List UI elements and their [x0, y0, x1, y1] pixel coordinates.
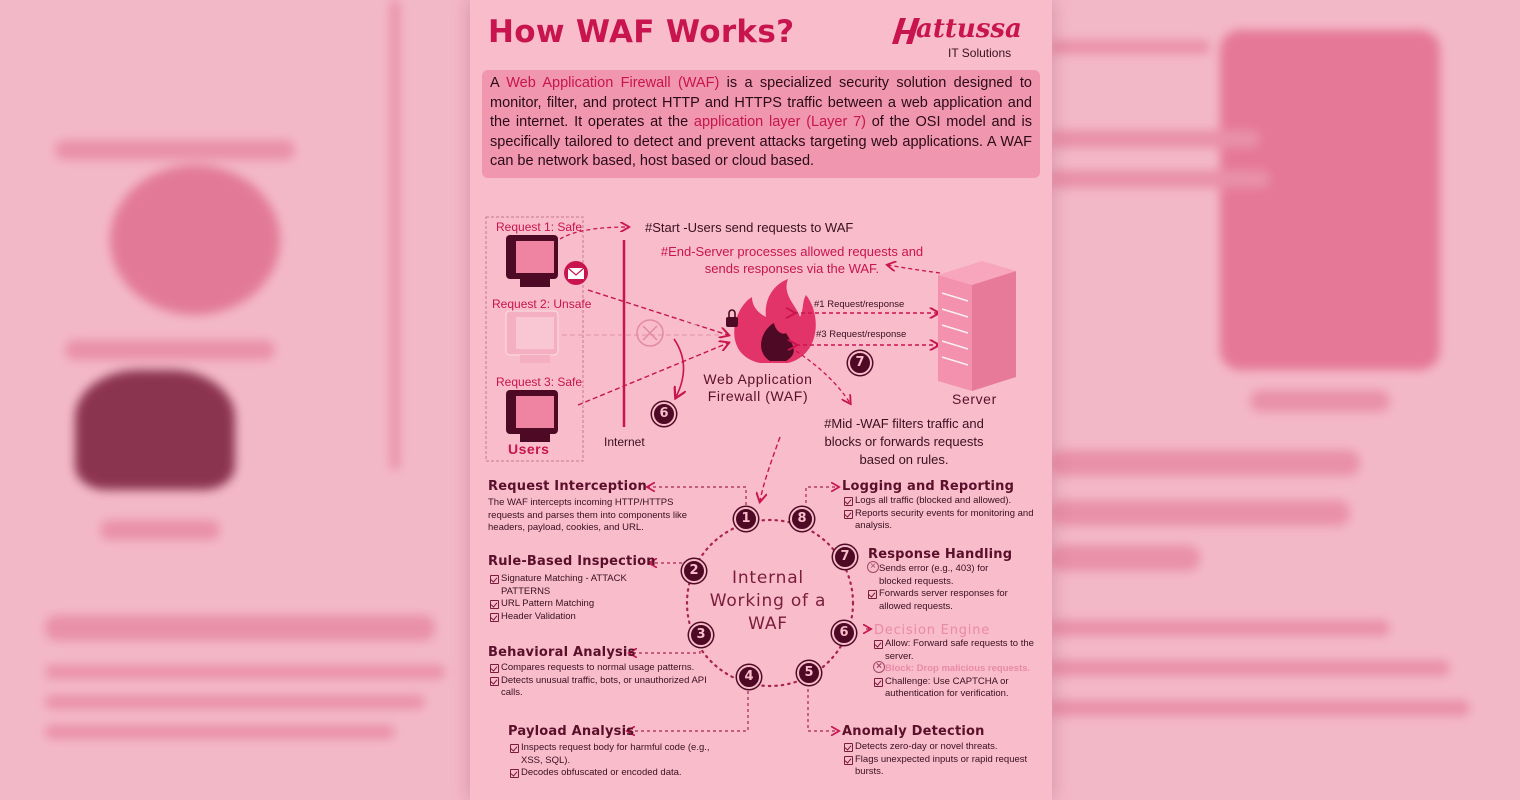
logo-mark-icon — [892, 18, 920, 44]
computer-safe-1-icon — [506, 235, 558, 287]
behavioral-item: Compares requests to normal usage patter… — [490, 662, 730, 675]
cycle-step-5: 5 — [797, 661, 821, 685]
waf-label: Web Application Firewall (WAF) — [703, 371, 813, 404]
response-item-forward: Forwards server responses for allowed re… — [868, 588, 1008, 613]
rr1-label: #1 Request/response — [814, 299, 905, 310]
cycle-step-4: 4 — [737, 665, 761, 689]
payload-item: Inspects request body for harmful code (… — [510, 742, 710, 767]
request-3-arrow — [577, 343, 728, 406]
firewall-flame-icon — [726, 279, 816, 363]
logging-item: Reports security events for monitoring a… — [844, 508, 1044, 533]
cycle-step-7: 7 — [833, 545, 857, 569]
intro-text-2: is a specialized security solution desig… — [490, 75, 1032, 130]
logging-list: Logs all traffic (blocked and allowed). … — [844, 495, 1044, 533]
error-code-label: 403 — [682, 319, 698, 329]
rule-item: Header Validation — [490, 611, 658, 624]
anomaly-item: Detects zero-day or novel threats. — [844, 741, 1034, 754]
intro-highlight-waf: Web Application Firewall (WAF) — [506, 75, 720, 91]
brand-name: attussa — [916, 14, 1022, 44]
decision-challenge: Challenge: Use CAPTCHA or authentication… — [874, 676, 1040, 701]
response-list: Sends error (e.g., 403) for blocked requ… — [867, 560, 1008, 613]
payload-title: Payload Analysis — [508, 724, 635, 739]
rule-item: Signature Matching - ATTACK PATTERNS — [490, 573, 658, 598]
intro-text-3: of the OSI model and is specifically tai… — [490, 114, 1032, 169]
brand-logo: attussa IT Solutions — [888, 10, 1038, 65]
diagram-graphics — [485, 216, 1016, 800]
logging-title: Logging and Reporting — [842, 479, 1015, 494]
end-label: #End-Server processes allowed requests a… — [660, 244, 924, 276]
decision-list: Allow: Forward safe requests to the serv… — [873, 638, 1040, 701]
behavioral-title: Behavioral Analysis — [488, 645, 636, 660]
cycle-center-label: Internal Working of a WAF — [709, 568, 827, 634]
waf-diagram: Request 1: Safe Request 2: Unsafe Reques… — [470, 205, 1052, 800]
rule-item: URL Pattern Matching — [490, 598, 658, 611]
request-3-label: Request 3: Safe — [496, 375, 583, 389]
connector-1 — [648, 487, 747, 505]
cycle-step-2: 2 — [682, 559, 706, 583]
interception-body: The WAF intercepts incoming HTTP/HTTPS r… — [488, 497, 688, 534]
decision-title: Decision Engine — [874, 623, 991, 638]
anomaly-title: Anomaly Detection — [842, 724, 985, 739]
logging-item: Logs all traffic (blocked and allowed). — [844, 495, 1044, 508]
request-1-label: Request 1: Safe — [496, 220, 583, 234]
internet-label: Internet — [604, 435, 645, 449]
connector-5 — [807, 683, 838, 731]
payload-item: Decodes obfuscated or encoded data. — [510, 767, 710, 780]
payload-list: Inspects request body for harmful code (… — [510, 742, 710, 780]
response-item-error: Sends error (e.g., 403) for blocked requ… — [867, 560, 1008, 588]
rr3-label: #3 Request/response — [816, 329, 907, 340]
intro-paragraph: A Web Application Firewall (WAF) is a sp… — [482, 70, 1040, 178]
server-label: Server — [952, 391, 997, 407]
decision-allow: Allow: Forward safe requests to the serv… — [874, 638, 1040, 663]
envelope-icon — [564, 261, 588, 285]
request-2-label: Request 2: Unsafe — [492, 297, 592, 311]
background-blur-right — [1050, 0, 1520, 800]
start-arrow — [559, 227, 628, 240]
cycle-ring — [685, 518, 855, 688]
connector-4 — [628, 691, 749, 731]
intro-text-1: A — [490, 75, 507, 91]
decision-block: Block: Drop malicious requests. — [873, 661, 1040, 676]
users-label: Users — [508, 441, 550, 457]
cycle-step-6: 6 — [832, 621, 856, 645]
behavioral-list: Compares requests to normal usage patter… — [490, 662, 730, 700]
step-6-badge: 6 — [652, 402, 676, 426]
cycle-step-8: 8 — [790, 507, 814, 531]
anomaly-list: Detects zero-day or novel threats. Flags… — [844, 741, 1034, 779]
page-title: How WAF Works? — [488, 14, 795, 50]
computer-safe-3-icon — [506, 390, 558, 442]
block-return-arrow — [673, 338, 684, 397]
end-arrow — [888, 265, 941, 274]
connector-8 — [805, 487, 838, 503]
rule-title: Rule-Based Inspection — [488, 554, 656, 569]
request-1-arrow — [587, 289, 728, 335]
blocked-x-icon — [636, 319, 664, 347]
rule-list: Signature Matching - ATTACK PATTERNS URL… — [490, 573, 658, 623]
brand-subtitle: IT Solutions — [948, 46, 1012, 60]
mid-arrow — [795, 350, 850, 403]
server-icon — [938, 261, 1016, 391]
cycle-step-3: 3 — [689, 623, 713, 647]
interception-title: Request Interception — [488, 479, 647, 494]
behavioral-item: Detects unusual traffic, bots, or unauth… — [490, 675, 730, 700]
computer-unsafe-icon — [505, 310, 559, 363]
cycle-step-1: 1 — [734, 507, 758, 531]
intro-highlight-layer: application layer (Layer 7) — [693, 114, 866, 130]
start-label: #Start -Users send requests to WAF — [645, 220, 854, 235]
waf-infographic: How WAF Works? attussa IT Solutions A We… — [470, 0, 1052, 800]
waf-to-cycle-arrow — [760, 436, 781, 501]
response-title: Response Handling — [868, 547, 1013, 562]
users-box — [485, 216, 584, 462]
anomaly-item: Flags unexpected inputs or rapid request… — [844, 754, 1034, 779]
mid-label: #Mid -WAF filters traffic and blocks or … — [824, 416, 984, 467]
background-blur-left — [0, 0, 470, 800]
step-7-badge: 7 — [848, 351, 872, 375]
